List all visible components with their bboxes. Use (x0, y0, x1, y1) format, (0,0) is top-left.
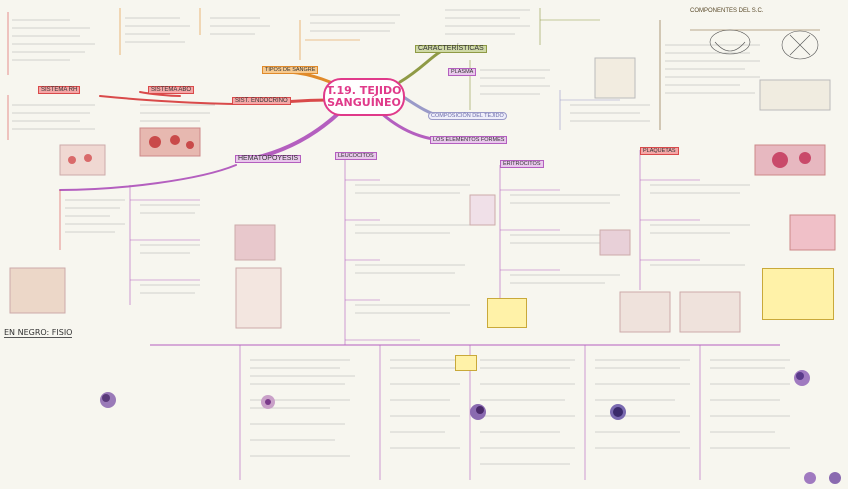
central-title: T.19. TEJIDO SANGUÍNEO (323, 78, 405, 116)
branch-caracteristicas: CARACTERÍSTICAS (415, 45, 487, 53)
branch-sist-endocrino: SIST. ENDOCRINO (232, 97, 291, 105)
branch-hematopoyesis: HEMATOPOYESIS (235, 155, 301, 163)
branch-plaquetas: PLAQUETAS (640, 147, 679, 155)
title-line-2: SANGUÍNEO (327, 97, 401, 109)
sticky-note-2 (762, 268, 834, 320)
legend-en-negro: EN NEGRO: FISIO (4, 328, 72, 338)
branch-sistema-rh: SISTEMA RH (38, 86, 80, 94)
branch-eritrocitos: ERITROCITOS (500, 160, 544, 168)
sticky-note-3 (455, 355, 477, 371)
sticky-note-1 (487, 298, 527, 328)
branch-sistema-abo: SISTEMA ABO (148, 86, 194, 94)
branch-tipos-de-sangre: TIPOS DE SANGRE (262, 66, 318, 74)
branch-leucocitos: LEUCOCITOS (335, 152, 377, 160)
branch-plasma: PLASMA (448, 68, 476, 76)
branch-composicion: COMPOSICIÓN DEL TEJIDO (428, 112, 507, 120)
branch-componentes: COMPONENTES DEL S.C. (690, 8, 763, 14)
branch-elementos-formes: LOS ELEMENTOS FORMES (430, 136, 507, 144)
